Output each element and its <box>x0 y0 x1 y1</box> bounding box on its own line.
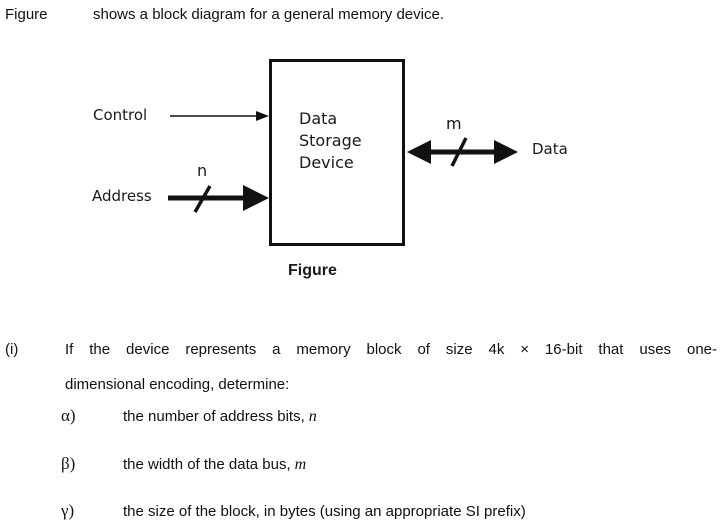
device-box-line-2: Storage <box>299 131 362 150</box>
item-beta-variable: m <box>294 456 307 473</box>
question-item-alpha: α) the number of address bits,n <box>61 406 317 426</box>
control-arrow <box>170 111 269 121</box>
item-alpha-label: α) <box>61 406 76 425</box>
control-label: Control <box>93 106 148 124</box>
item-alpha-variable: n <box>308 408 317 425</box>
item-alpha-text: the number of address bits, <box>123 408 305 425</box>
address-bus-arrow <box>168 185 269 213</box>
data-bus-arrow <box>407 137 518 167</box>
question-item-beta: β) the width of the data bus,m <box>61 454 306 474</box>
block-diagram-arrows <box>168 111 518 213</box>
address-arrowhead-icon <box>243 185 269 211</box>
device-box-line-3: Device <box>299 153 354 172</box>
question-item-gamma: γ) the size of the block, in bytes (using… <box>61 501 530 521</box>
device-box-line-1: Data <box>299 109 338 128</box>
address-bus-slash-icon <box>193 185 212 213</box>
data-width-m-label: m <box>446 114 462 133</box>
data-label: Data <box>532 140 568 158</box>
item-beta-text: the width of the data bus, <box>123 456 291 473</box>
device-box-label: Data Storage Device <box>272 62 402 174</box>
data-storage-device-box: Data Storage Device <box>269 59 405 246</box>
figure-caption: Figure <box>288 262 337 279</box>
question-number: (i) <box>5 341 19 358</box>
data-arrowhead-left-icon <box>407 140 431 164</box>
intro-line: Figure shows a block diagram for a genera… <box>5 6 444 24</box>
figure-ref-word: Figure <box>5 6 48 23</box>
address-width-n-label: n <box>197 161 208 180</box>
intro-text: shows a block diagram for a general memo… <box>93 6 444 23</box>
question-line-1: If the device represents a memory block … <box>65 341 717 358</box>
data-bus-slash-icon <box>450 137 468 167</box>
data-arrowhead-right-icon <box>494 140 518 164</box>
control-arrowhead-icon <box>256 111 269 121</box>
address-label: Address <box>92 187 152 205</box>
question-line-2: dimensional encoding, determine: <box>65 376 290 393</box>
item-gamma-label: γ) <box>61 501 75 520</box>
item-beta-label: β) <box>61 454 76 473</box>
item-gamma-text: the size of the block, in bytes (using a… <box>123 503 526 520</box>
